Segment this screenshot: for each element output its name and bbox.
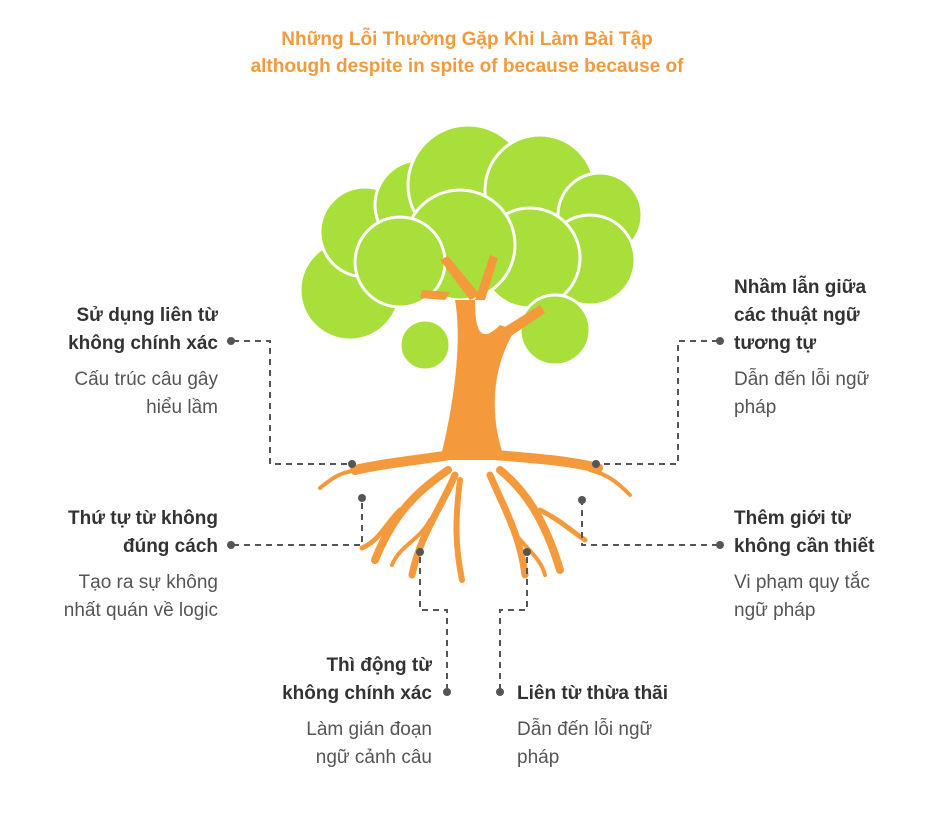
item-verb-tense: Thì động từ không chính xác Làm gián đoạ… — [282, 652, 432, 772]
item-heading-line: Thì động từ — [326, 655, 432, 676]
item-heading-line: không chính xác — [68, 333, 218, 354]
connector-dots — [227, 337, 724, 696]
diagram-title: Những Lỗi Thường Gặp Khi Làm Bài Tập — [281, 29, 653, 50]
item-description-line: ngữ cảnh câu — [315, 747, 432, 768]
item-heading-line: Thêm giới từ — [734, 508, 851, 529]
item-description-line: Dẫn đến lỗi ngữ — [517, 719, 653, 740]
item-heading-line: đúng cách — [122, 536, 218, 557]
diagram-subtitle: although despite in spite of because bec… — [250, 56, 684, 77]
item-redundant-conjunction: Liên từ thừa thãi Dẫn đến lỗi ngữ pháp — [517, 680, 668, 772]
item-heading-line: Nhầm lẫn giữa — [734, 277, 867, 298]
tree-roots — [318, 450, 632, 583]
item-incorrect-conjunction: Sử dụng liên từ không chính xác Cấu trúc… — [68, 302, 218, 422]
item-description-line: Làm gián đoạn — [306, 719, 432, 740]
item-heading-line: Sử dụng liên từ — [76, 305, 218, 326]
item-heading-line: các thuật ngữ — [734, 305, 860, 326]
item-unnecessary-preposition: Thêm giới từ không cần thiết Vi phạm quy… — [734, 505, 874, 625]
item-description-line: hiểu lầm — [146, 397, 218, 418]
item-heading-line: không cần thiết — [734, 536, 875, 557]
tree-trunk — [420, 255, 545, 460]
item-description-line: pháp — [734, 397, 777, 418]
item-description-line: Cấu trúc câu gây — [74, 369, 218, 390]
item-confused-terms: Nhầm lẫn giữa các thuật ngữ tương tự Dẫn… — [734, 274, 869, 422]
item-heading-line: tương tự — [734, 333, 817, 354]
item-description-line: Tạo ra sự không — [78, 572, 218, 593]
item-heading-line: không chính xác — [282, 683, 432, 704]
item-heading-line: Thứ tự từ không — [68, 508, 218, 529]
item-heading-line: Liên từ thừa thãi — [517, 683, 669, 704]
item-description-line: Dẫn đến lỗi ngữ — [734, 369, 870, 390]
item-description-line: pháp — [517, 747, 560, 768]
connectors — [233, 340, 718, 690]
item-description-line: nhất quán về logic — [63, 600, 218, 621]
item-description-line: Vi phạm quy tắc — [734, 572, 870, 593]
item-word-order: Thứ tự từ không đúng cách Tạo ra sự khôn… — [64, 505, 218, 625]
item-description-line: ngữ pháp — [734, 600, 816, 621]
